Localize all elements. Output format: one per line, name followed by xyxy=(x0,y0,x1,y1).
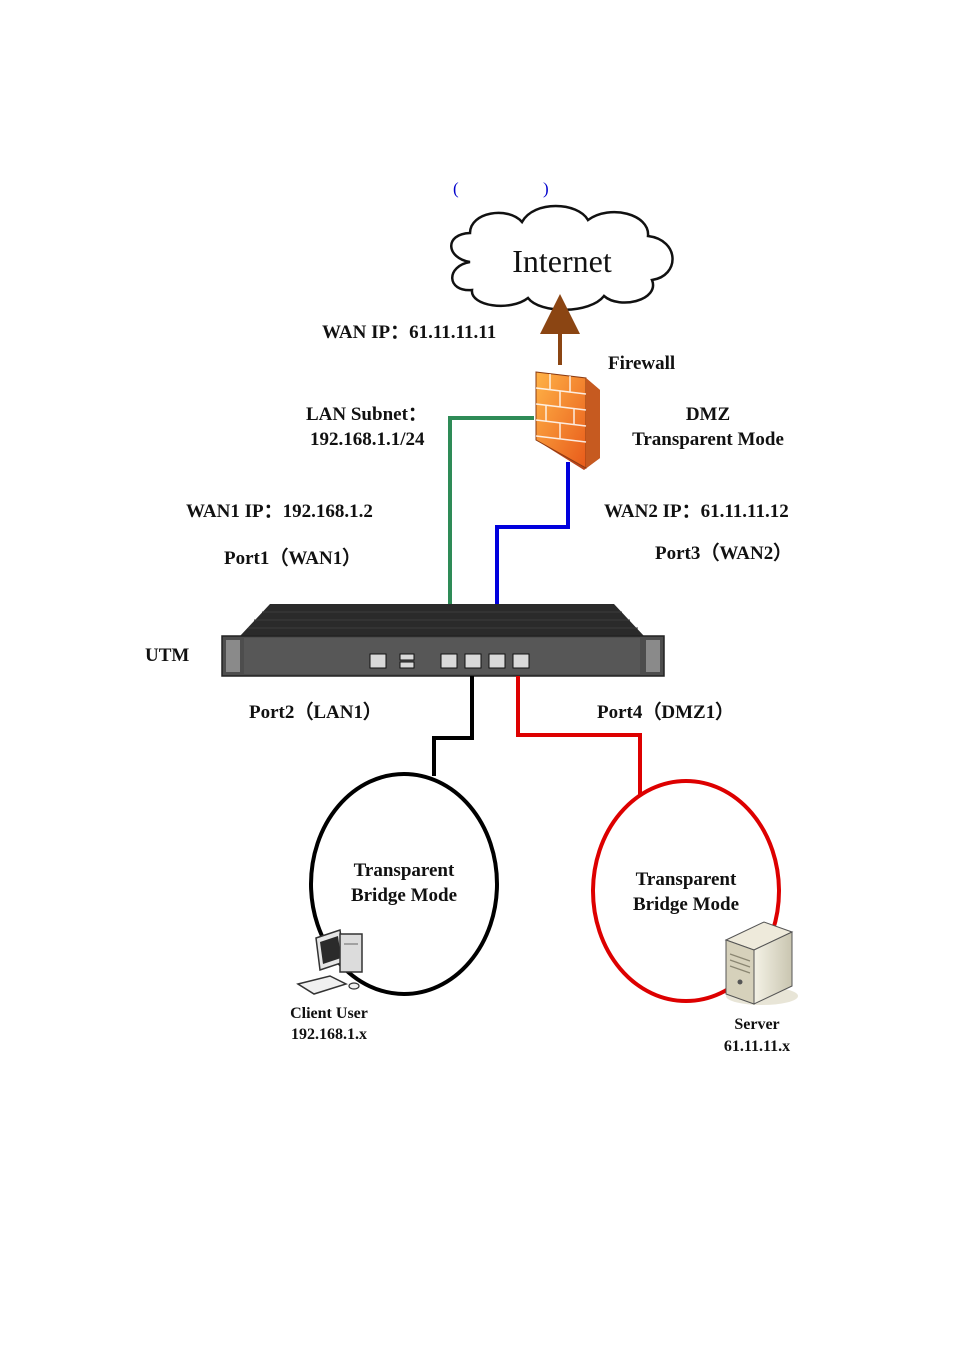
utm-appliance-icon xyxy=(221,604,665,677)
computer-icon xyxy=(296,928,363,995)
lan-link xyxy=(432,676,474,776)
dmz-bridge-label-line1: Transparent xyxy=(636,869,737,890)
internet-label: Internet xyxy=(512,243,612,279)
dmz-mode-label: Transparent Mode xyxy=(632,429,784,450)
dmz-bridge-label-line2: Bridge Mode xyxy=(633,894,739,915)
caption-close-paren: ) xyxy=(543,179,549,198)
lan-subnet-value: 192.168.1.1/24 xyxy=(310,429,425,450)
firewall-label: Firewall xyxy=(608,353,675,374)
lan-bridge-ellipse xyxy=(309,772,499,996)
lan-bridge-label-line1: Transparent xyxy=(354,860,455,881)
port1-label: Port1（WAN1） xyxy=(224,546,361,569)
server-name-label: Server xyxy=(734,1016,779,1033)
wan1-link xyxy=(448,416,534,648)
client-name-label: Client User xyxy=(290,1005,368,1022)
server-ip-label: 61.11.11.x xyxy=(724,1038,790,1055)
lan-bridge-label-line2: Bridge Mode xyxy=(351,885,457,906)
wan2-ip-label: WAN2 IP：61.11.11.12 xyxy=(604,501,789,522)
lan-subnet-label: LAN Subnet： xyxy=(306,404,427,425)
port3-label: Port3（WAN2） xyxy=(655,541,792,564)
wan2-link xyxy=(495,462,570,648)
port4-label: Port4（DMZ1） xyxy=(597,700,734,723)
wan-ip-label: WAN IP：61.11.11.11 xyxy=(322,322,496,343)
utm-label: UTM xyxy=(145,645,189,666)
caption-open-paren: ( xyxy=(453,179,459,198)
wan1-ip-label: WAN1 IP：192.168.1.2 xyxy=(186,501,373,522)
dmz-bridge-ellipse xyxy=(591,779,781,1003)
cloud-icon xyxy=(450,204,674,311)
dmz-label: DMZ xyxy=(686,404,730,425)
firewall-icon xyxy=(535,371,600,470)
dmz-link xyxy=(516,676,642,795)
port2-label: Port2（LAN1） xyxy=(249,700,382,723)
client-ip-label: 192.168.1.x xyxy=(291,1026,367,1043)
server-icon xyxy=(724,921,798,1005)
